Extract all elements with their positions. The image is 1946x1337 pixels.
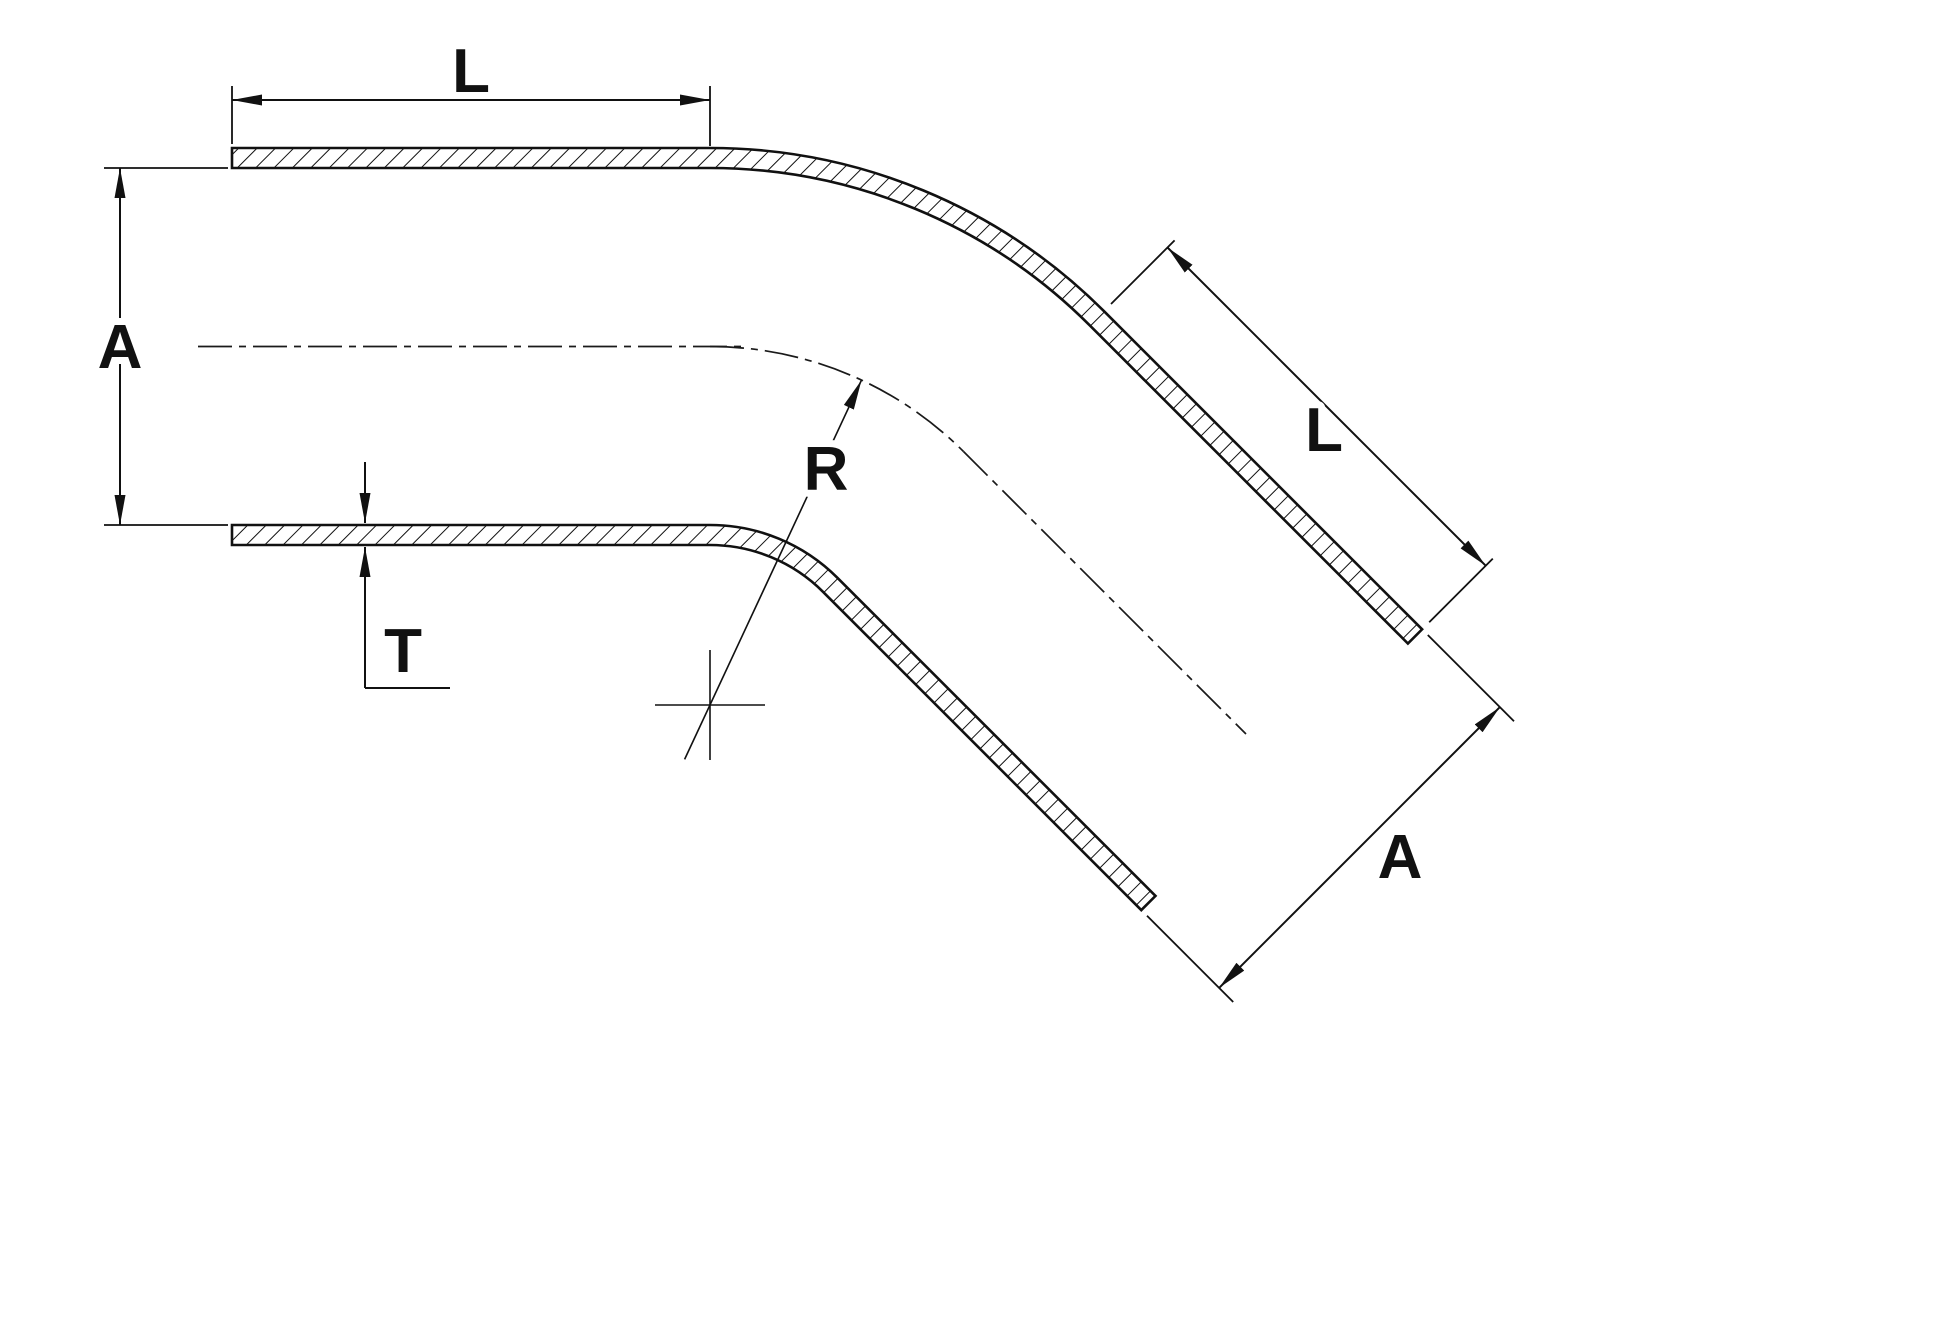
tube-inner-wall-section: [230, 523, 1158, 912]
radius-leader-line: [683, 379, 863, 760]
centerlines: [198, 345, 1247, 735]
extension-line: [1110, 239, 1176, 305]
centerline-angled: [962, 450, 1247, 735]
dimension-line: [1218, 706, 1501, 989]
dimension-label-wall-thickness: T: [384, 617, 422, 686]
dimension-label-bend-radius: R: [804, 435, 849, 504]
dimension-wall-thickness: T: [359, 462, 450, 693]
dimension-line: [1166, 246, 1487, 567]
extension-line: [1427, 634, 1515, 722]
dimension-label-leg1-diameter: A: [98, 313, 143, 382]
centerline-bend-arc: [709, 345, 965, 453]
dimension-bend-radius: R: [655, 379, 863, 760]
dimension-leg2-diameter: A: [1146, 634, 1515, 1003]
elbow-tube: [230, 146, 1424, 912]
extension-line: [1146, 915, 1234, 1003]
extension-line: [1428, 557, 1494, 623]
dimension-label-leg2-length: L: [1305, 396, 1343, 465]
dimension-label-leg2-diameter: A: [1378, 823, 1423, 892]
dimension-leg2-length: L: [1110, 239, 1494, 623]
dimension-leg1-length: L: [231, 30, 711, 146]
dimension-leg1-diameter: A: [91, 167, 228, 526]
dimension-label-leg1-length: L: [452, 37, 490, 106]
